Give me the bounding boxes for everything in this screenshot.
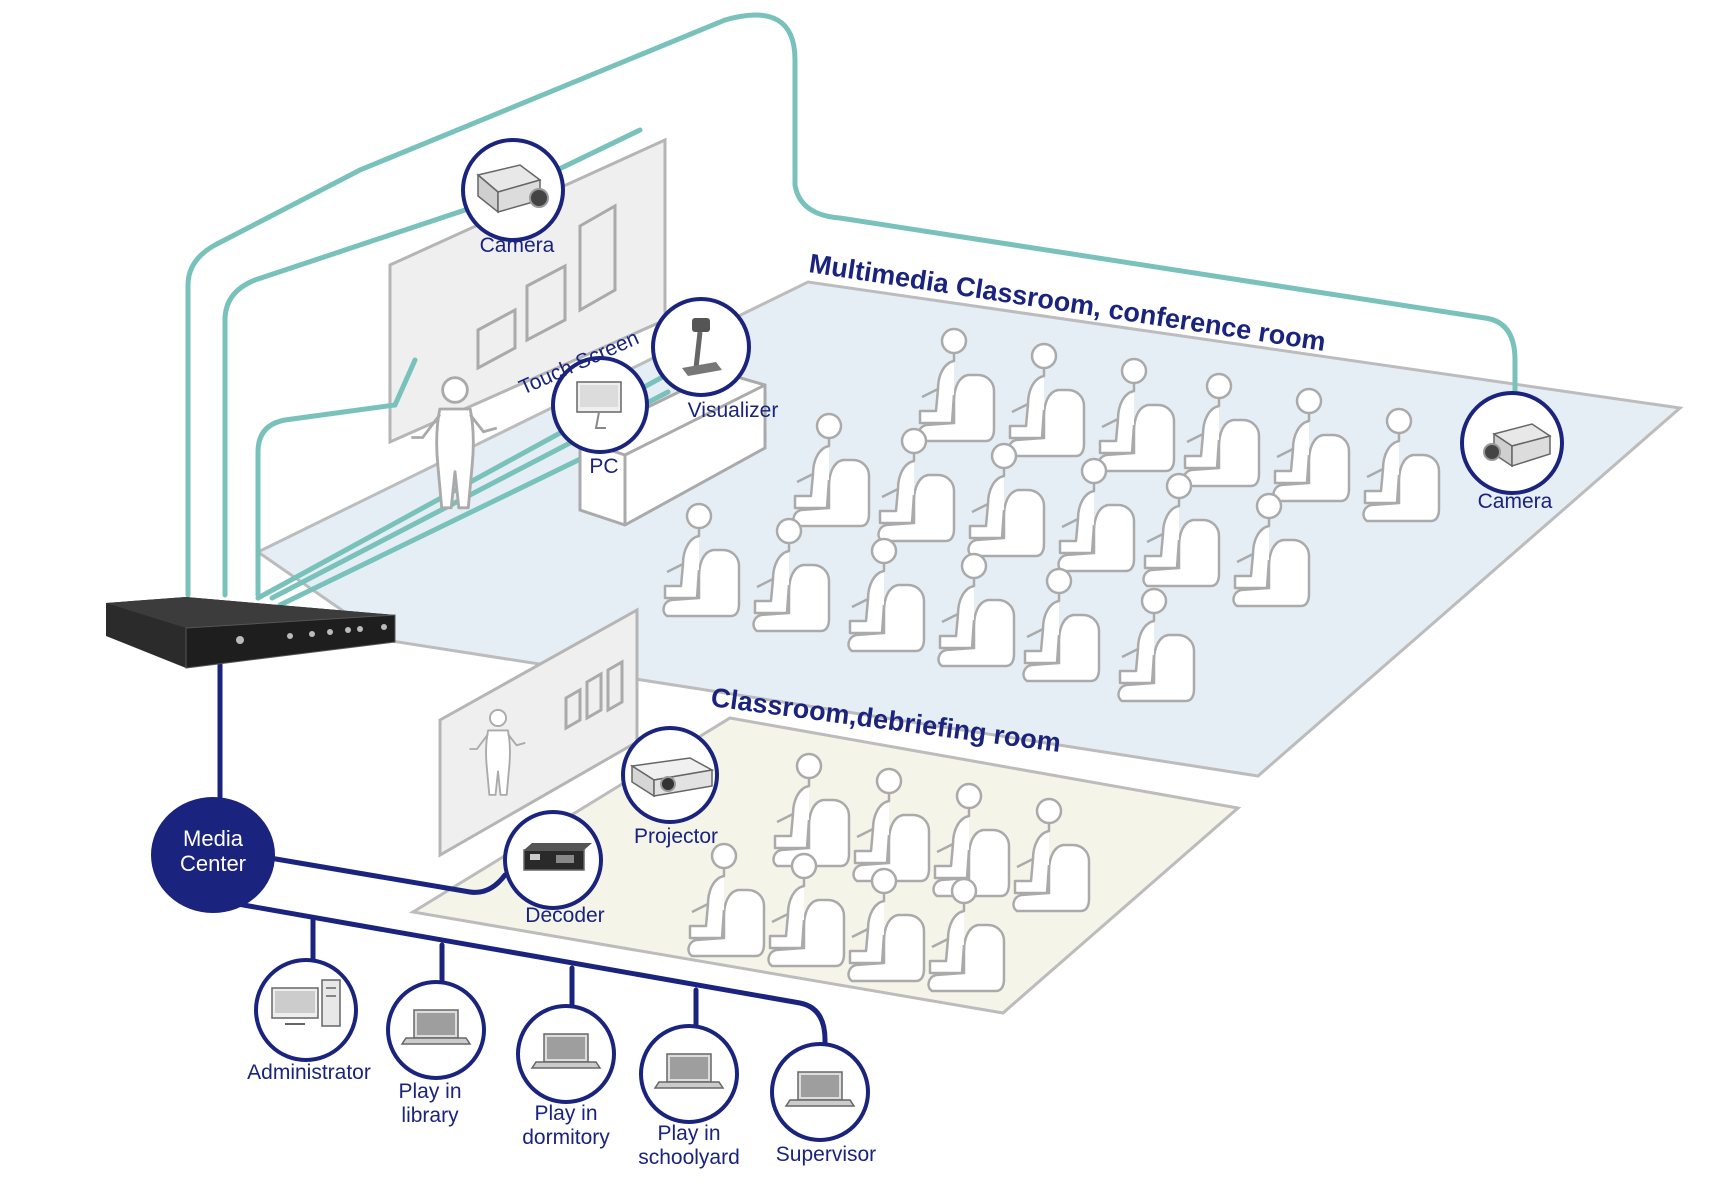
decoder-icon [523,843,592,871]
schoolyard-client[interactable]: Play in schoolyard [638,1024,740,1169]
decoder-label: Decoder [525,904,604,927]
dormitory-client[interactable]: Play in dormitory [516,1004,616,1149]
administrator-label: Administrator [247,1061,371,1084]
supervisor-label: Supervisor [776,1143,876,1166]
camera-wall-device[interactable]: Camera [461,138,565,257]
camera-wall-label: Camera [480,234,555,257]
schoolyard-label-line1: Play in [657,1122,720,1145]
supervisor-client[interactable]: Supervisor [770,1042,876,1166]
decoder-device[interactable]: Decoder [503,810,605,927]
pc-device[interactable]: PC [551,356,649,478]
desktop-computer-icon [271,979,341,1027]
administrator-client[interactable]: Administrator [247,958,371,1084]
visualizer-label: Visualizer [688,399,779,422]
monitor-icon [576,381,622,429]
camera-right-device[interactable]: Camera [1460,391,1564,513]
camera-right-label: Camera [1478,490,1553,513]
media-center-label-line2: Center [180,851,246,876]
camera-icon [476,164,549,214]
visualizer-device[interactable]: Visualizer [651,297,779,422]
pc-label: PC [589,455,618,478]
library-client[interactable]: Play in library [386,980,486,1127]
dormitory-label-line2: dormitory [522,1126,610,1149]
visualizer-icon [682,318,722,376]
projector-icon [629,757,715,798]
media-center-node[interactable]: Media Center [151,797,275,913]
schoolyard-label-line2: schoolyard [638,1146,740,1169]
library-label-line1: Play in [398,1080,461,1103]
projector-label: Projector [634,825,718,848]
dormitory-label-line1: Play in [534,1102,597,1125]
media-center-label-line1: Media [183,826,244,851]
recorder-device[interactable] [106,597,396,669]
library-label-line2: library [401,1104,459,1127]
camera-icon [1483,423,1552,468]
projector-device[interactable]: Projector [621,726,719,848]
